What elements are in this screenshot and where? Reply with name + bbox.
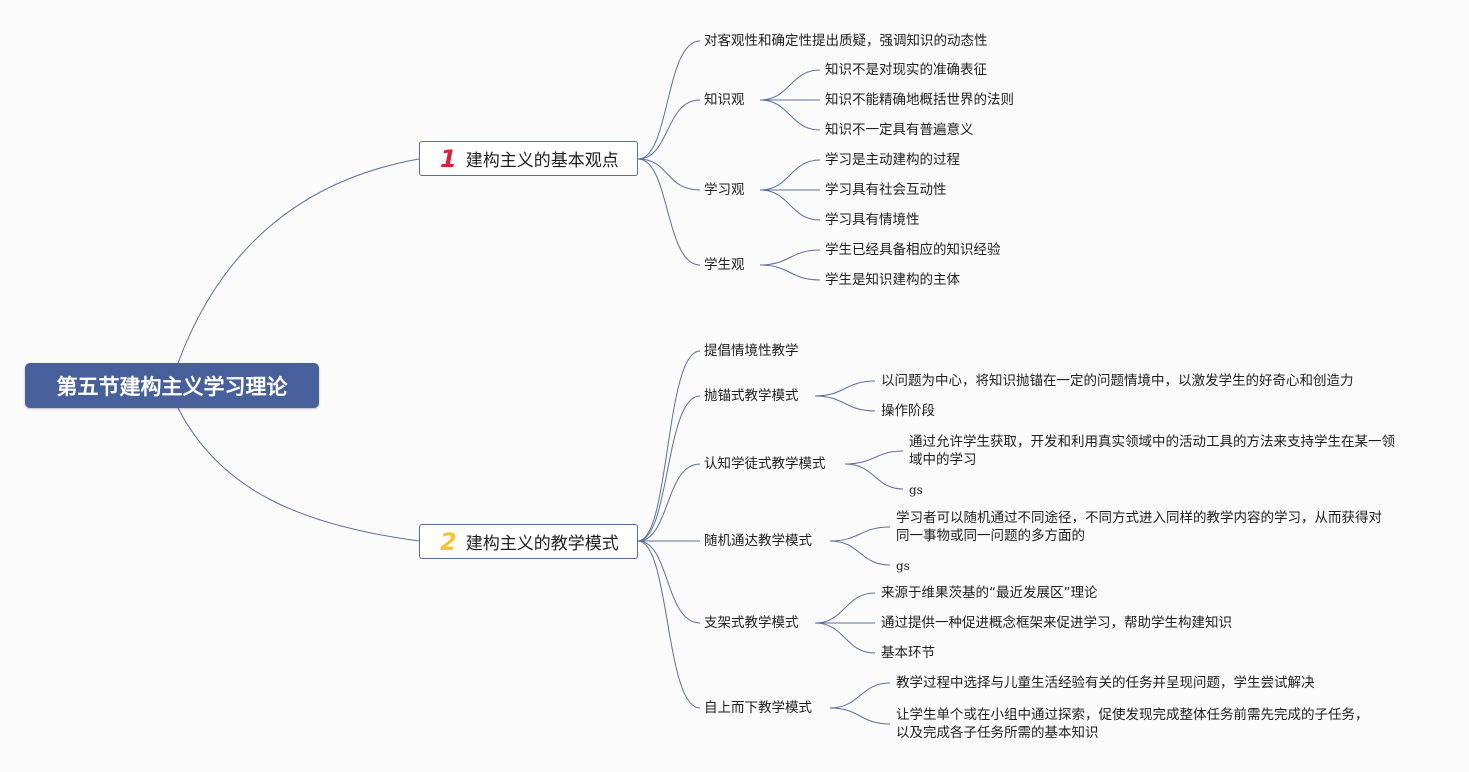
topic-top-down-task-selection[interactable]: 教学过程中选择与儿童生活经验有关的任务并呈现问题，学生尝试解决 [896,675,1315,691]
topic-random-access-model[interactable]: 随机通达教学模式 [704,533,812,549]
topic-learning-social[interactable]: 学习具有社会互动性 [825,182,947,198]
branch-basic-views[interactable]: 1 建构主义的基本观点 [419,141,638,176]
topic-student-view[interactable]: 学生观 [704,257,745,273]
topic-learning-situated[interactable]: 学习具有情境性 [825,212,920,228]
topic-situated-teaching[interactable]: 提倡情境性教学 [704,343,799,359]
topic-apprenticeship-model[interactable]: 认知学徒式教学模式 [704,456,826,472]
topic-scaffolding-model[interactable]: 支架式教学模式 [704,615,799,631]
topic-learning-view[interactable]: 学习观 [704,182,745,198]
topic-student-subject[interactable]: 学生是知识建构的主体 [825,272,960,288]
topic-random-access-gs[interactable]: gs [896,559,910,573]
topic-top-down-model[interactable]: 自上而下教学模式 [704,700,812,716]
topic-knowledge-not-universal[interactable]: 知识不一定具有普遍意义 [825,122,974,138]
root-topic-label: 第五节建构主义学习理论 [56,374,288,399]
topic-knowledge-not-accurate[interactable]: 知识不是对现实的准确表征 [825,62,987,78]
topic-anchored-stages[interactable]: 操作阶段 [881,403,935,419]
topic-scaffolding-framework[interactable]: 通过提供一种促进概念框架来促进学习，帮助学生构建知识 [881,615,1232,631]
topic-learning-active[interactable]: 学习是主动建构的过程 [825,152,960,168]
topic-knowledge-not-precise[interactable]: 知识不能精确地概括世界的法则 [825,92,1014,108]
topic-random-access-description[interactable]: 学习者可以随机通过不同途径，不同方式进入同样的教学内容的学习，从而获得对同一事物… [896,510,1382,544]
topic-apprenticeship-description[interactable]: 通过允许学生获取，开发和利用真实领域中的活动工具的方法来支持学生在某一领域中的学… [909,434,1395,468]
topic-anchored-model[interactable]: 抛锚式教学模式 [704,388,799,404]
topic-knowledge-view[interactable]: 知识观 [704,92,745,108]
topic-top-down-exploration[interactable]: 让学生单个或在小组中通过探索，促使发现完成整体任务前需先完成的子任务，以及完成各… [896,707,1369,741]
topic-student-experience[interactable]: 学生已经具备相应的知识经验 [825,242,1001,258]
root-topic[interactable]: 第五节建构主义学习理论 [25,363,319,408]
topic-scaffolding-zpd[interactable]: 来源于维果茨基的“最近发展区”理论 [881,585,1098,601]
topic-scaffolding-steps[interactable]: 基本环节 [881,645,935,661]
topic-anchored-problem-centered[interactable]: 以问题为中心，将知识抛锚在一定的问题情境中，以激发学生的好奇心和创造力 [881,373,1354,389]
branch-teaching-models[interactable]: 2 建构主义的教学模式 [419,524,638,559]
number-badge-1: 1 [440,144,457,173]
number-badge-2: 2 [440,527,457,556]
topic-objectivity-question[interactable]: 对客观性和确定性提出质疑，强调知识的动态性 [704,33,988,49]
topic-apprenticeship-gs[interactable]: gs [909,483,923,497]
branch-label: 建构主义的教学模式 [465,534,619,554]
branch-label: 建构主义的基本观点 [465,151,619,171]
